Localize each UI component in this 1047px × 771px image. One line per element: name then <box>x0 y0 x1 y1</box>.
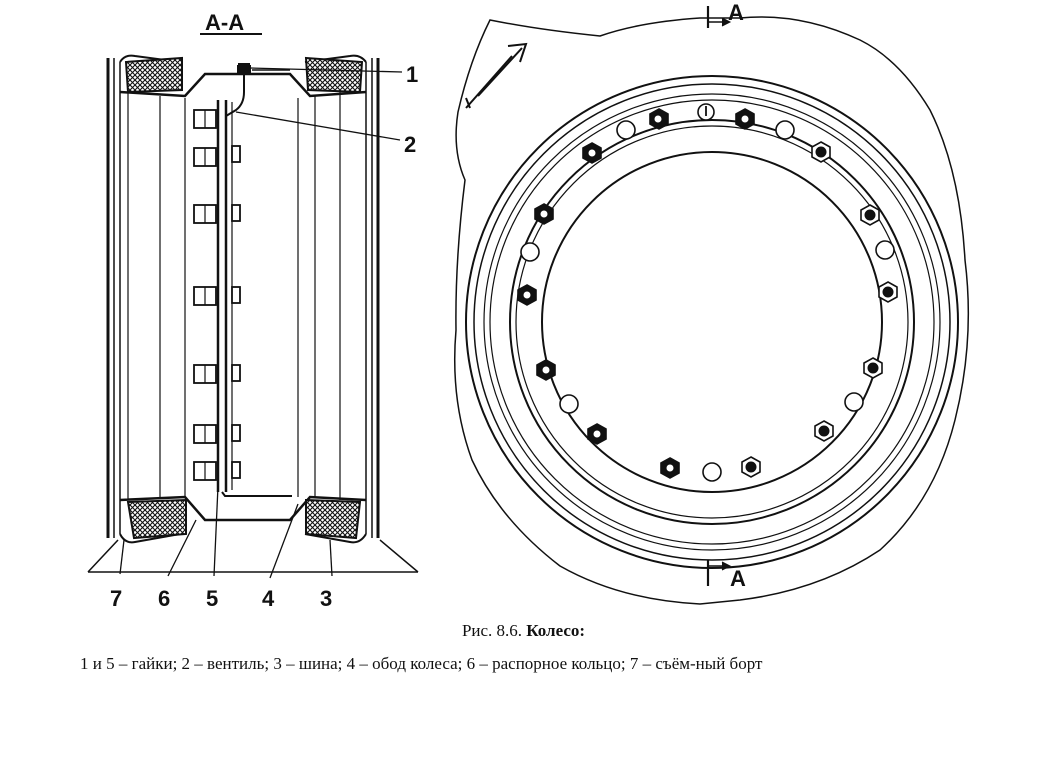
direction-arrow <box>465 42 528 109</box>
bolt-circle <box>517 108 898 482</box>
section-marker-top: А <box>728 0 744 25</box>
bolt-hole <box>520 242 540 262</box>
caption-title: Колесо: <box>526 621 586 640</box>
figure-legend: 1 и 5 – гайки; 2 – вентиль; 3 – шина; 4 … <box>80 654 763 673</box>
figure-caption: Рис. 8.6. Колесо: <box>0 621 1047 641</box>
section-title: А-А <box>205 10 244 35</box>
label-part-1: 1 <box>406 62 418 87</box>
section-view <box>87 33 419 579</box>
section-marker-bottom: А <box>730 566 746 591</box>
bolt-hole <box>844 392 864 412</box>
caption-prefix: Рис. 8.6. <box>461 621 523 640</box>
label-part-7: 7 <box>110 586 122 611</box>
label-part-6: 6 <box>158 586 170 611</box>
wheel-front-view <box>454 6 970 605</box>
label-part-3: 3 <box>320 586 332 611</box>
bolt-hole <box>875 240 895 260</box>
label-part-4: 4 <box>262 586 275 611</box>
bolt-hole <box>616 120 636 140</box>
bolt-hole <box>702 462 722 482</box>
label-part-2: 2 <box>404 132 416 157</box>
wheel-drawing: А-А 1 2 7 6 5 4 3 А А <box>87 0 970 611</box>
bolt-hole <box>559 394 579 414</box>
label-part-5: 5 <box>206 586 218 611</box>
bolt-hole <box>775 120 795 140</box>
